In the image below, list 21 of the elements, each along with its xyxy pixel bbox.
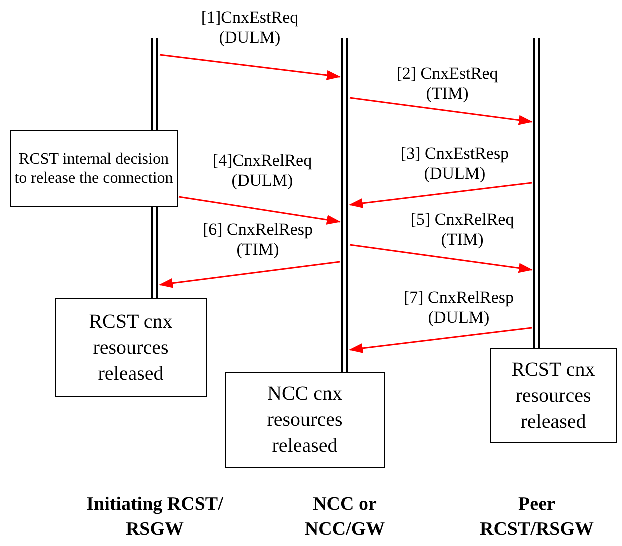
arrow — [350, 97, 533, 126]
process-box: RCST cnx resources released — [490, 348, 617, 443]
arrow — [349, 327, 532, 354]
arrow — [349, 182, 532, 208]
arrow — [350, 244, 533, 274]
process-box: RCST cnx resources released — [55, 298, 207, 397]
edge-label: [3] CnxEstResp (DULM) — [400, 144, 510, 184]
lifeline-label: NCC or NCC/GW — [304, 493, 386, 542]
process-box: RCST internal decision to release the connection — [10, 130, 178, 207]
edge-label: [7] CnxRelResp (DULM) — [402, 288, 516, 328]
edge-label: [6] CnxRelResp (TIM) — [202, 220, 314, 260]
edge-label: [1]CnxEstReq (DULM) — [200, 8, 300, 48]
edge-label: [5] CnxRelReq (TIM) — [410, 210, 516, 250]
edge-label: [4]CnxRelReq (DULM) — [212, 151, 314, 191]
arrow — [160, 54, 341, 80]
arrow — [178, 196, 341, 225]
lifeline-label: Initiating RCST/ RSGW — [86, 493, 224, 542]
process-box: NCC cnx resources released — [225, 372, 385, 468]
edge-label: [2] CnxEstReq (TIM) — [396, 64, 500, 104]
arrow — [159, 261, 340, 288]
lifeline-label: Peer RCST/RSGW — [478, 493, 596, 542]
